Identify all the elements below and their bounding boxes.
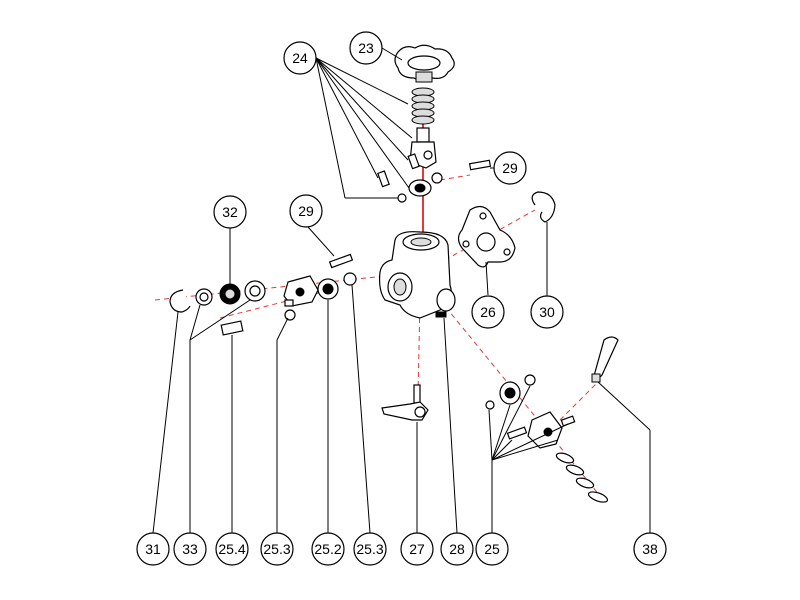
callout-27-label: 27 <box>409 541 425 557</box>
pin-29-right <box>468 159 492 171</box>
washer-right-32 <box>244 280 266 302</box>
callout-32-label: 32 <box>222 204 238 220</box>
knob-23 <box>394 44 455 83</box>
callout-25: 25 <box>475 532 509 566</box>
callout-23: 23 <box>349 31 383 65</box>
link-block-left <box>283 275 319 307</box>
o-ring-25-3-right <box>343 272 357 286</box>
handle-38 <box>591 336 619 383</box>
callout-38: 38 <box>633 532 667 566</box>
callout-28: 28 <box>440 532 474 566</box>
callout-25-3-right: 25.3 <box>353 532 387 566</box>
callout-25-2-label: 25.2 <box>314 541 341 557</box>
callout-38-label: 38 <box>642 541 658 557</box>
o-ring-25-3-left <box>284 309 296 321</box>
callout-28-label: 28 <box>449 541 465 557</box>
callout-33-label: 33 <box>182 541 198 557</box>
callout-31: 31 <box>136 532 170 566</box>
callout-29-right-label: 29 <box>502 160 518 176</box>
callout-25-2: 25.2 <box>311 532 345 566</box>
callout-25-4: 25.4 <box>215 532 249 566</box>
callout-24: 24 <box>283 41 317 75</box>
flange-plate-26 <box>457 205 516 268</box>
callout-31-label: 31 <box>145 541 161 557</box>
axis-pin-29-right <box>439 174 471 181</box>
axis-to-ring-30 <box>444 209 536 261</box>
circlip-31 <box>169 289 191 313</box>
callout-25-3-right-label: 25.3 <box>356 541 383 557</box>
callout-29-right: 29 <box>493 151 527 185</box>
pins-24 <box>377 153 420 188</box>
bearing-24 <box>397 172 443 203</box>
bearing-25-right <box>485 374 536 410</box>
callout-30-label: 30 <box>539 304 555 320</box>
callout-26-label: 26 <box>480 304 496 320</box>
lever-27 <box>381 384 429 421</box>
callout-27: 27 <box>400 532 434 566</box>
callout-23-label: 23 <box>358 40 374 56</box>
callout-26: 26 <box>471 295 505 329</box>
spring-24 <box>411 87 435 125</box>
axis-lever-38 <box>559 379 601 421</box>
pin-25-4 <box>220 320 244 336</box>
callout-33: 33 <box>173 532 207 566</box>
ring-30 <box>531 191 556 223</box>
callout-29-left-label: 29 <box>298 203 314 219</box>
callouts: 23 24 29 32 29 26 30 31 <box>136 31 667 566</box>
callout-25-3-left-label: 25.3 <box>263 541 290 557</box>
link-block-right <box>506 411 576 449</box>
washer-33 <box>195 288 213 306</box>
washers-stack-right <box>555 452 609 503</box>
callout-25-label: 25 <box>484 541 500 557</box>
callout-32: 32 <box>213 195 247 229</box>
callout-24-label: 24 <box>292 50 308 66</box>
callout-25-3-left: 25.3 <box>260 532 294 566</box>
callout-29-left: 29 <box>289 194 323 228</box>
callout-25-4-label: 25.4 <box>218 541 245 557</box>
bearing-32 <box>219 283 241 305</box>
pin-29-left <box>328 253 354 269</box>
vertical-axis-bottom <box>417 299 421 396</box>
leader-lines <box>152 47 651 534</box>
callout-30: 30 <box>530 295 564 329</box>
parts <box>169 44 619 503</box>
bearing-25-2 <box>317 278 339 300</box>
main-body-28 <box>378 231 456 319</box>
horizontal-axis-left <box>154 274 396 301</box>
